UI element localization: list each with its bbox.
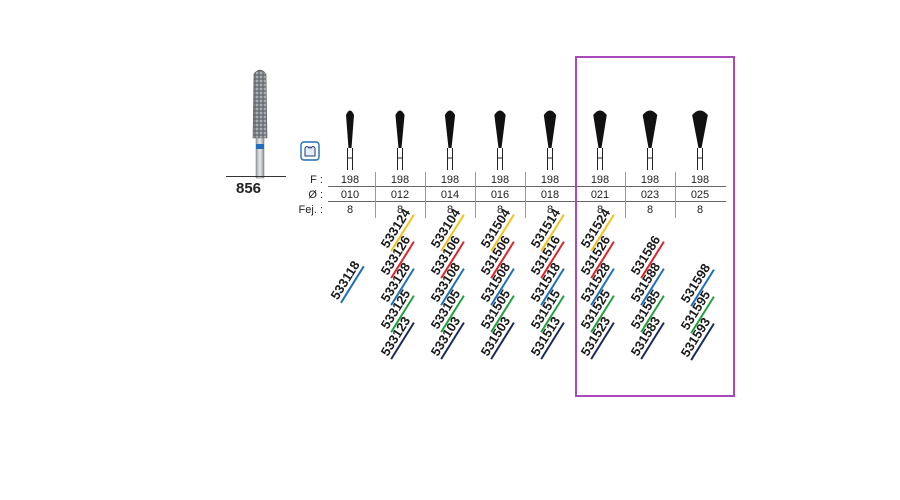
table-line: [328, 186, 726, 187]
cell-fej: 8: [646, 204, 654, 216]
model-number: 856: [236, 180, 262, 197]
column-divider: [425, 172, 426, 218]
row-label-f: F :: [310, 174, 323, 186]
cell-f: 198: [440, 174, 460, 186]
bur-silhouette-icon: [346, 110, 354, 170]
cell-f: 198: [490, 174, 510, 186]
cell-d: 016: [490, 189, 510, 201]
column-divider: [675, 172, 676, 218]
bur-silhouette-icon: [692, 110, 708, 170]
cell-fej: 8: [346, 204, 354, 216]
cell-fej: 8: [446, 204, 454, 216]
column-divider: [375, 172, 376, 218]
model-divider: [226, 176, 286, 177]
bur-silhouette-icon: [543, 110, 557, 170]
cell-f: 198: [390, 174, 410, 186]
bur-silhouette-icon: [395, 110, 405, 170]
column-divider: [625, 172, 626, 218]
cell-d: 012: [390, 189, 410, 201]
column-divider: [525, 172, 526, 218]
crown-prep-icon: [300, 141, 320, 161]
cell-fej: 8: [596, 204, 604, 216]
cell-d: 025: [690, 189, 710, 201]
product-code: 533118: [327, 258, 365, 304]
cell-d: 018: [540, 189, 560, 201]
bur-silhouette-icon: [494, 110, 506, 170]
cell-d: 023: [640, 189, 660, 201]
cell-fej: 8: [496, 204, 504, 216]
diamond-bur-illustration: [252, 69, 268, 179]
cell-f: 198: [340, 174, 360, 186]
table-line: [328, 201, 726, 202]
column-divider: [475, 172, 476, 218]
cell-f: 198: [540, 174, 560, 186]
row-label-diameter: Ø :: [308, 189, 323, 201]
cell-f: 198: [640, 174, 660, 186]
cell-d: 021: [590, 189, 610, 201]
cell-f: 198: [590, 174, 610, 186]
cell-fej: 8: [546, 204, 554, 216]
row-label-fej: Fej. :: [298, 204, 323, 216]
bur-silhouette-icon: [444, 110, 456, 170]
cell-d: 010: [340, 189, 360, 201]
bur-silhouette-icon: [642, 110, 658, 170]
cell-f: 198: [690, 174, 710, 186]
cell-fej: 8: [396, 204, 404, 216]
bur-silhouette-icon: [593, 110, 607, 170]
highlight-box: [575, 56, 735, 397]
cell-fej: 8: [696, 204, 704, 216]
cell-d: 014: [440, 189, 460, 201]
